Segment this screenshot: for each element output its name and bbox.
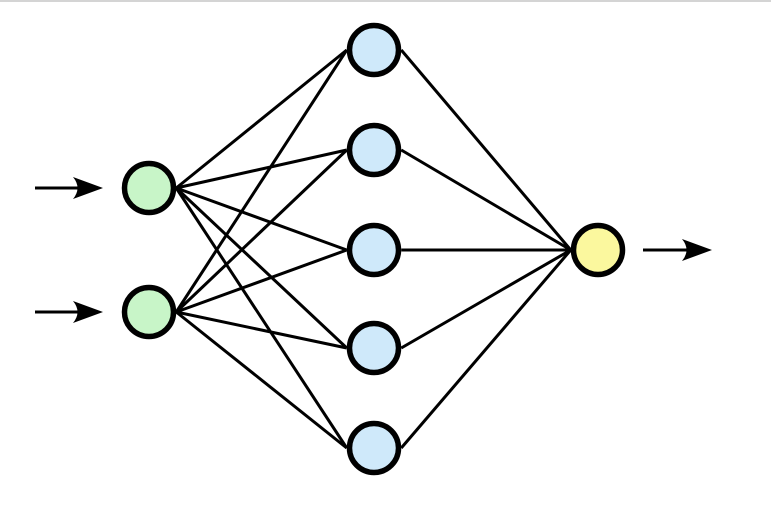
edge-hidden-5-to-output-1 <box>400 249 572 449</box>
input-arrow-1 <box>35 177 103 199</box>
input-arrow-1-head <box>73 177 103 199</box>
output-1-node <box>570 222 626 278</box>
edges-layer <box>174 48 572 450</box>
edge-input-1-to-hidden-1 <box>175 48 348 190</box>
input-2-node <box>121 284 177 340</box>
nodes-layer <box>121 22 626 476</box>
edge-input-2-to-hidden-4 <box>175 310 348 350</box>
hidden-2-node <box>346 122 402 178</box>
top-border-line <box>0 0 771 2</box>
edge-hidden-4-to-output-1 <box>400 248 572 350</box>
arrows-layer <box>35 177 712 323</box>
edge-input-1-to-hidden-4 <box>175 186 348 350</box>
edge-input-1-to-hidden-2 <box>175 148 348 190</box>
input-arrow-2 <box>35 301 103 323</box>
edge-input-2-to-hidden-2 <box>175 148 348 314</box>
output-arrow <box>643 239 712 261</box>
hidden-1-node <box>346 22 402 78</box>
edge-hidden-1-to-output-1 <box>400 49 572 251</box>
input-arrow-2-head <box>73 301 103 323</box>
edge-input-2-to-hidden-3 <box>175 248 348 314</box>
hidden-3-node <box>346 222 402 278</box>
output-arrow-head <box>682 239 712 261</box>
input-1-node <box>121 160 177 216</box>
hidden-4-node <box>346 320 402 376</box>
edge-input-1-to-hidden-3 <box>175 186 348 252</box>
hidden-5-node <box>346 420 402 476</box>
edge-hidden-2-to-output-1 <box>400 148 572 252</box>
edge-input-2-to-hidden-1 <box>174 49 349 313</box>
edge-input-1-to-hidden-5 <box>174 187 349 449</box>
edge-input-2-to-hidden-5 <box>175 310 348 450</box>
